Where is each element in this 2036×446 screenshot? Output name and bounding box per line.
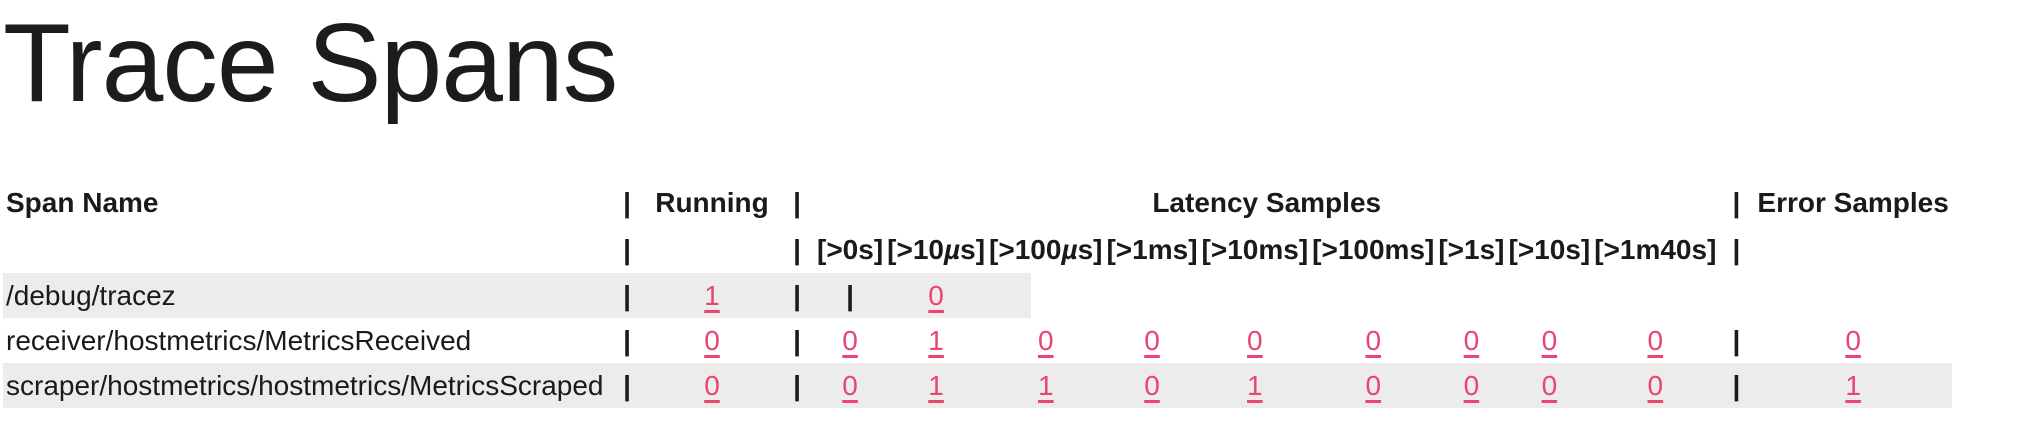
col-header-span-name: Span Name xyxy=(6,186,159,218)
latency-bucket-link[interactable]: 1 xyxy=(1247,369,1263,401)
page-title: Trace Spans xyxy=(3,1,618,125)
column-separator: | xyxy=(793,233,801,265)
latency-bucket-link[interactable]: 1 xyxy=(928,324,944,356)
bucket-header-gt0s: [>0s] xyxy=(817,233,884,265)
span-name: /debug/tracez xyxy=(3,273,609,318)
bucket-header-gt1s: [>1s] xyxy=(1438,233,1505,265)
column-separator: | xyxy=(779,363,815,408)
empty-cell xyxy=(987,273,1952,318)
column-separator: | xyxy=(1732,233,1741,265)
latency-bucket-link[interactable]: 0 xyxy=(1463,369,1480,401)
table-header-row-main: Span Name | Running | Latency Samples | … xyxy=(3,179,1952,226)
col-header-latency-samples: Latency Samples xyxy=(1152,186,1382,218)
bucket-header-gt10s: [>10s] xyxy=(1508,233,1591,265)
empty-header-cell xyxy=(1754,226,1951,273)
latency-bucket-link[interactable]: 0 xyxy=(928,279,944,311)
error-samples-link[interactable]: 1 xyxy=(1845,369,1861,401)
column-separator: | xyxy=(779,273,815,318)
span-name: receiver/hostmetrics/MetricsReceived xyxy=(6,324,472,356)
latency-bucket-link[interactable]: 0 xyxy=(1365,324,1382,356)
latency-bucket-link[interactable]: 1 xyxy=(1037,369,1054,401)
running-count-link[interactable]: 0 xyxy=(704,369,720,401)
empty-header-cell xyxy=(3,226,609,273)
error-samples-link[interactable]: 0 xyxy=(1845,324,1861,356)
table-header-row-buckets: | | [>0s] [>10µs] [>100µs] [>1ms] [>10ms… xyxy=(3,226,1952,273)
trace-spans-table: Span Name | Running | Latency Samples | … xyxy=(3,179,1952,408)
column-separator: | xyxy=(1732,186,1741,218)
span-row-metrics-scraped: scraper/hostmetrics/hostmetrics/MetricsS… xyxy=(3,363,1952,408)
column-separator: | xyxy=(815,273,886,318)
column-separator: | xyxy=(609,273,645,318)
col-header-error-samples: Error Samples xyxy=(1757,186,1949,218)
column-separator: | xyxy=(1732,324,1741,356)
bucket-header-gt10ms: [>10ms] xyxy=(1201,233,1309,265)
latency-bucket-link[interactable]: 1 xyxy=(928,369,944,401)
span-row-debug-tracez: /debug/tracez | 1 | | 0 xyxy=(3,273,1952,318)
latency-bucket-link[interactable]: 0 xyxy=(842,369,858,401)
latency-bucket-link[interactable]: 0 xyxy=(1647,369,1664,401)
column-separator: | xyxy=(623,233,631,265)
running-count-link[interactable]: 0 xyxy=(704,324,720,356)
bucket-header-gt1ms: [>1ms] xyxy=(1106,233,1198,265)
column-separator: | xyxy=(793,324,801,356)
running-count-link[interactable]: 1 xyxy=(704,279,720,311)
latency-bucket-link[interactable]: 0 xyxy=(1463,324,1480,356)
bucket-header-gt100ms: [>100ms] xyxy=(1312,233,1435,265)
latency-bucket-link[interactable]: 0 xyxy=(842,324,858,356)
latency-bucket-link[interactable]: 0 xyxy=(1247,324,1263,356)
column-separator: | xyxy=(623,324,631,356)
latency-bucket-link[interactable]: 0 xyxy=(1541,324,1558,356)
column-separator: | xyxy=(623,186,631,218)
column-separator: | xyxy=(609,363,645,408)
latency-bucket-link[interactable]: 0 xyxy=(1541,369,1558,401)
latency-bucket-link[interactable]: 0 xyxy=(1037,324,1054,356)
span-name: scraper/hostmetrics/hostmetrics/MetricsS… xyxy=(3,363,609,408)
bucket-header-gt1m40s: [>1m40s] xyxy=(1594,233,1717,265)
column-separator: | xyxy=(793,186,801,218)
latency-bucket-link[interactable]: 0 xyxy=(1144,369,1160,401)
latency-bucket-link[interactable]: 0 xyxy=(1647,324,1664,356)
bucket-header-gt100us: [>100µs] xyxy=(989,233,1103,265)
latency-bucket-link[interactable]: 0 xyxy=(1365,369,1382,401)
bucket-header-gt10us: [>10µs] xyxy=(887,233,986,265)
empty-header-cell xyxy=(645,226,779,273)
column-separator: | xyxy=(1718,363,1755,408)
span-row-metrics-received: receiver/hostmetrics/MetricsReceived | 0… xyxy=(3,318,1952,363)
col-header-running: Running xyxy=(655,186,769,218)
latency-bucket-link[interactable]: 0 xyxy=(1144,324,1160,356)
